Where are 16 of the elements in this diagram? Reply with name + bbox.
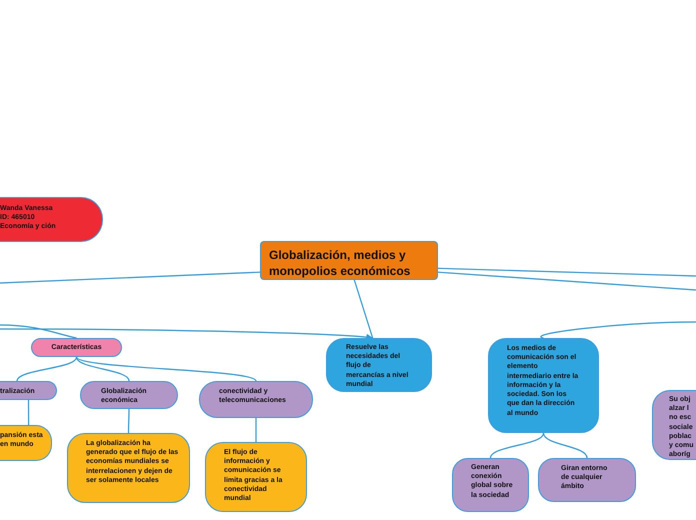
connector-line [255, 418, 257, 442]
connector-line [438, 268, 696, 277]
connector-line [354, 280, 374, 338]
connector-line [438, 272, 696, 291]
connector-line [542, 432, 588, 458]
connector-line [128, 409, 130, 433]
connector-line [76, 356, 130, 382]
connector-line [540, 321, 696, 339]
central-topic-box: Globalización, medios y monopolios económicos [260, 241, 438, 280]
connector-line [0, 324, 77, 339]
connector-line [490, 432, 544, 458]
connector-line [28, 400, 30, 425]
connector-line [0, 272, 260, 284]
connector-line [16, 356, 78, 382]
connector-line [76, 356, 256, 382]
connector-line [0, 328, 374, 340]
